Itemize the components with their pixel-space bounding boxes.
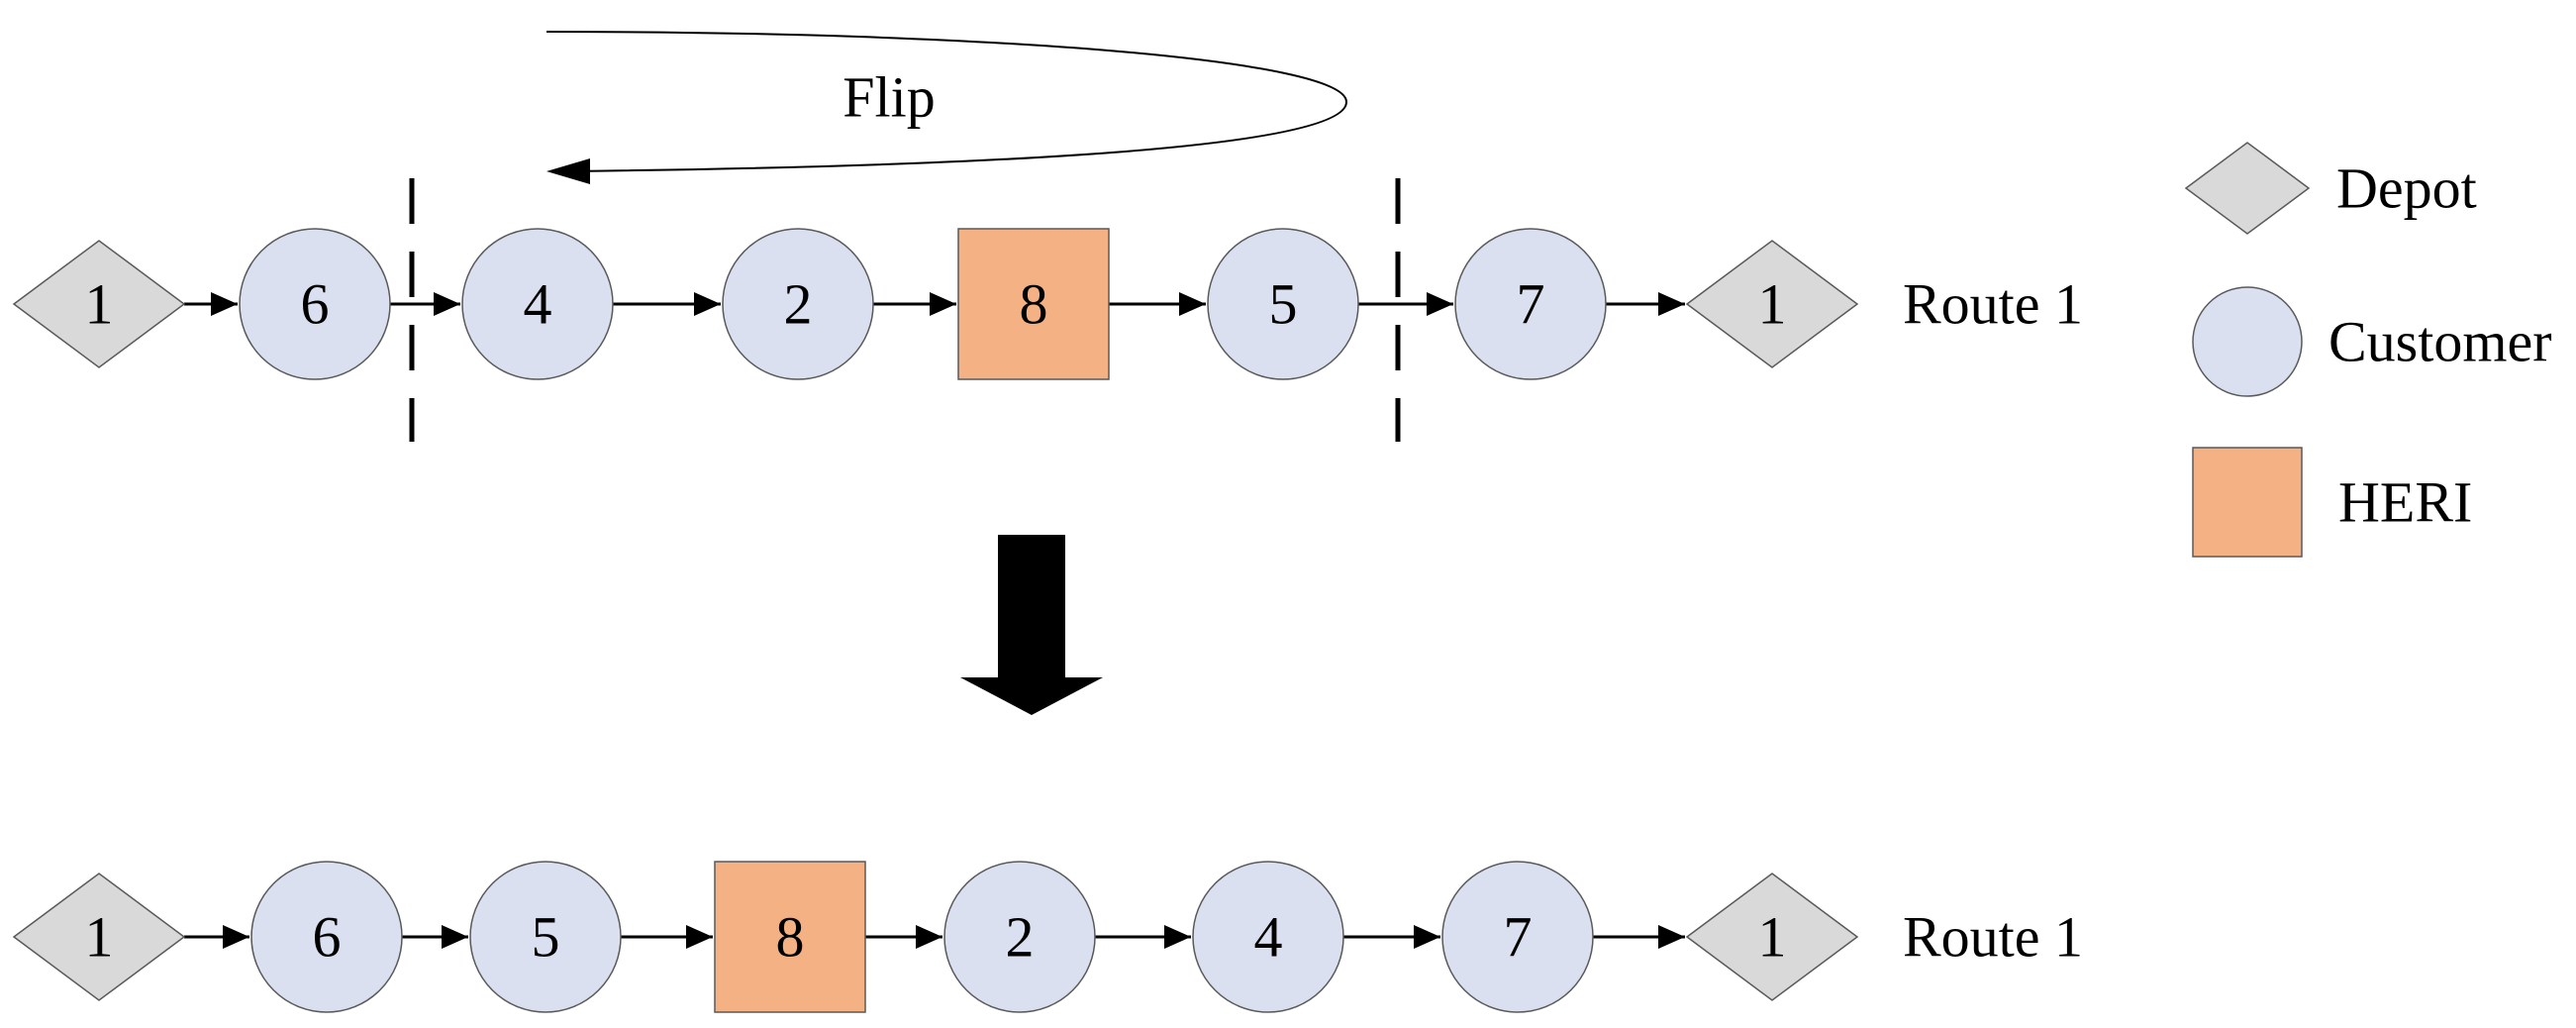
customer-node: 2 [722, 228, 874, 380]
route-label: Route 1 [1903, 905, 2083, 970]
flip-curve [545, 31, 1348, 172]
depot-shape [12, 873, 186, 1001]
customer-shape [239, 228, 391, 380]
transition-arrow [960, 535, 1103, 715]
customer-shape [1454, 228, 1607, 380]
node-id-label: 5 [1269, 272, 1298, 337]
legend-heri-shape [2192, 447, 2303, 558]
flip-arrow: Flip [545, 31, 1348, 184]
depot-node: 1 [12, 240, 186, 368]
node-id-label: 4 [524, 272, 552, 337]
node-id-label: 1 [85, 272, 114, 337]
legend-item-depot: Depot [2184, 142, 2477, 235]
legend-item-customer: Customer [2192, 286, 2552, 397]
customer-shape [943, 861, 1096, 1013]
customer-shape [1192, 861, 1344, 1013]
flip-label: Flip [842, 65, 936, 130]
route-before: 1 6 4 2 8 5 7 1 Route 1 [12, 228, 2083, 380]
route-label: Route 1 [1903, 272, 2083, 337]
customer-node: 5 [469, 861, 622, 1013]
depot-shape [12, 240, 186, 368]
legend-label: HERI [2338, 470, 2472, 535]
node-id-label: 7 [1517, 272, 1545, 337]
customer-node: 6 [250, 861, 403, 1013]
node-id-label: 6 [313, 905, 342, 970]
node-id-label: 8 [776, 905, 805, 970]
customer-node: 4 [461, 228, 614, 380]
customer-shape [1441, 861, 1594, 1013]
depot-shape [1685, 873, 1859, 1001]
customer-shape [250, 861, 403, 1013]
node-id-label: 2 [784, 272, 813, 337]
flip-arrowhead [546, 158, 590, 184]
depot-node: 1 [1685, 240, 1859, 368]
customer-node: 2 [943, 861, 1096, 1013]
heri-node: 8 [714, 861, 866, 1013]
customer-shape [1207, 228, 1359, 380]
node-id-label: 4 [1254, 905, 1283, 970]
customer-node: 6 [239, 228, 391, 380]
legend-depot-shape [2184, 142, 2311, 235]
customer-node: 7 [1454, 228, 1607, 380]
customer-node: 7 [1441, 861, 1594, 1013]
depot-node: 1 [1685, 873, 1859, 1001]
heri-shape [957, 228, 1110, 380]
legend-customer-shape [2192, 286, 2303, 397]
node-id-label: 1 [1758, 905, 1787, 970]
customer-node: 5 [1207, 228, 1359, 380]
node-id-label: 1 [1758, 272, 1787, 337]
node-id-label: 2 [1006, 905, 1035, 970]
depot-shape [1685, 240, 1859, 368]
node-id-label: 1 [85, 905, 114, 970]
node-id-label: 7 [1504, 905, 1533, 970]
legend-label: Depot [2336, 156, 2477, 221]
heri-shape [714, 861, 866, 1013]
legend-label: Customer [2328, 310, 2552, 374]
route-after: 1 6 5 8 2 4 7 1 Route 1 [12, 861, 2083, 1013]
node-id-label: 8 [1020, 272, 1048, 337]
depot-node: 1 [12, 873, 186, 1001]
node-id-label: 5 [532, 905, 560, 970]
customer-shape [722, 228, 874, 380]
heri-node: 8 [957, 228, 1110, 380]
customer-node: 4 [1192, 861, 1344, 1013]
customer-shape [461, 228, 614, 380]
node-id-label: 6 [301, 272, 330, 337]
legend-item-heri: HERI [2192, 447, 2472, 558]
customer-shape [469, 861, 622, 1013]
